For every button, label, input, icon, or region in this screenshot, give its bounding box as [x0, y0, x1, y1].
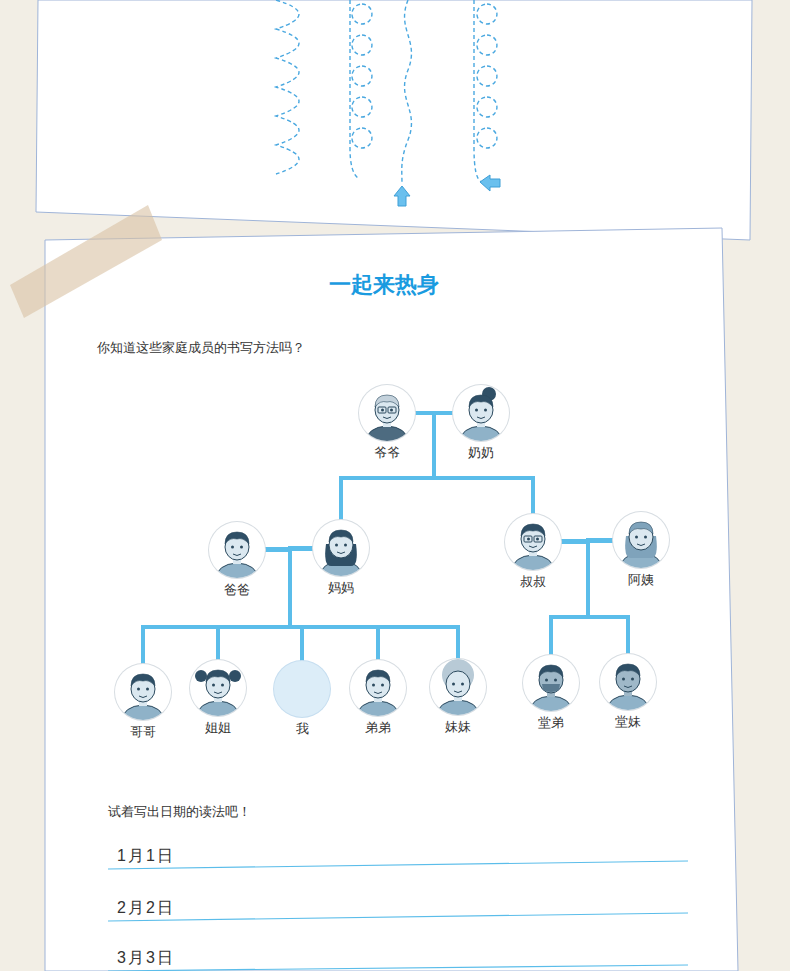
tracing-lines — [276, 0, 497, 184]
top-page — [36, 0, 752, 240]
portrait-circle — [600, 654, 656, 710]
portrait-circle — [505, 514, 561, 570]
tracing-stroke — [402, 0, 412, 184]
portrait-circle — [613, 512, 669, 568]
member-name: 堂弟 — [516, 715, 586, 731]
family-member: 阿姨 — [606, 512, 676, 588]
family-member: 姐姐 — [183, 660, 253, 736]
portrait — [600, 654, 656, 710]
portrait — [115, 664, 171, 720]
family-member: 叔叔 — [498, 514, 568, 590]
family-line — [290, 548, 313, 661]
portrait — [523, 655, 579, 711]
member-name: 哥哥 — [108, 724, 178, 740]
member-name: 堂妹 — [593, 714, 663, 730]
portrait — [453, 385, 509, 441]
family-member: 奶奶 — [446, 385, 516, 461]
tracing-stroke — [352, 128, 372, 148]
family-member: 弟弟 — [343, 660, 413, 736]
worksheet-page — [45, 228, 738, 971]
tracing-arrow — [480, 175, 500, 191]
member-name: 我 — [267, 721, 337, 737]
family-member: 我 — [267, 661, 337, 737]
tracing-stroke — [477, 128, 497, 148]
writing-line — [108, 965, 688, 971]
tracing-stroke — [474, 0, 482, 182]
date-text: 1月1日 — [117, 846, 175, 867]
family-member: 妹妹 — [423, 659, 493, 735]
tracing-stroke — [352, 4, 372, 24]
portrait — [613, 512, 669, 568]
tracing-stroke — [276, 0, 299, 174]
member-name: 叔叔 — [498, 574, 568, 590]
tape — [10, 205, 162, 318]
member-name: 姐姐 — [183, 720, 253, 736]
portrait — [209, 522, 265, 578]
family-line — [341, 413, 434, 520]
portrait — [505, 514, 561, 570]
member-name: 阿姨 — [606, 572, 676, 588]
family-line — [290, 548, 458, 659]
family-member: 哥哥 — [108, 664, 178, 740]
tracing-stroke — [352, 66, 372, 86]
portrait — [313, 520, 369, 576]
instruction-text: 你知道这些家庭成员的书写方法吗？ — [97, 339, 305, 357]
family-member: 爸爸 — [202, 522, 272, 598]
portrait-circle — [350, 660, 406, 716]
portrait-circle — [359, 385, 415, 441]
family-member: 爷爷 — [352, 385, 422, 461]
member-name: 奶奶 — [446, 445, 516, 461]
member-name: 弟弟 — [343, 720, 413, 736]
portrait — [190, 660, 246, 716]
date-text: 2月2日 — [117, 898, 175, 919]
family-line — [551, 542, 588, 655]
portrait-circle — [453, 385, 509, 441]
tracing-stroke — [352, 35, 372, 55]
portrait — [350, 660, 406, 716]
worksheet-title: 一起来热身 — [329, 270, 439, 300]
tracing-stroke — [477, 97, 497, 117]
portrait-circle — [115, 664, 171, 720]
family-line — [265, 550, 302, 661]
member-name: 妈妈 — [306, 580, 376, 596]
portrait-circle — [209, 522, 265, 578]
family-line — [143, 548, 313, 664]
tracing-stroke — [350, 0, 358, 178]
tracing-stroke — [352, 97, 372, 117]
portrait-circle — [313, 520, 369, 576]
family-member: 堂妹 — [593, 654, 663, 730]
family-member: 堂弟 — [516, 655, 586, 731]
family-line — [561, 542, 628, 654]
member-name: 妹妹 — [423, 719, 493, 735]
portrait — [430, 659, 486, 715]
tracing-arrow — [394, 186, 410, 206]
family-line — [434, 413, 533, 514]
tracing-stroke — [477, 35, 497, 55]
portrait — [359, 385, 415, 441]
tracing-stroke — [477, 66, 497, 86]
portrait-circle — [274, 661, 330, 717]
writing-line — [108, 861, 688, 869]
portrait-circle — [190, 660, 246, 716]
instruction-text: 试着写出日期的读法吧！ — [108, 803, 251, 821]
date-text: 3月3日 — [117, 948, 175, 969]
tracing-stroke — [477, 4, 497, 24]
family-line — [551, 540, 613, 655]
family-line — [341, 413, 453, 520]
writing-line — [108, 913, 688, 921]
family-member: 妈妈 — [306, 520, 376, 596]
family-line — [415, 413, 533, 514]
member-name: 爸爸 — [202, 582, 272, 598]
portrait-circle — [430, 659, 486, 715]
member-name: 爷爷 — [352, 445, 422, 461]
portrait-circle — [523, 655, 579, 711]
